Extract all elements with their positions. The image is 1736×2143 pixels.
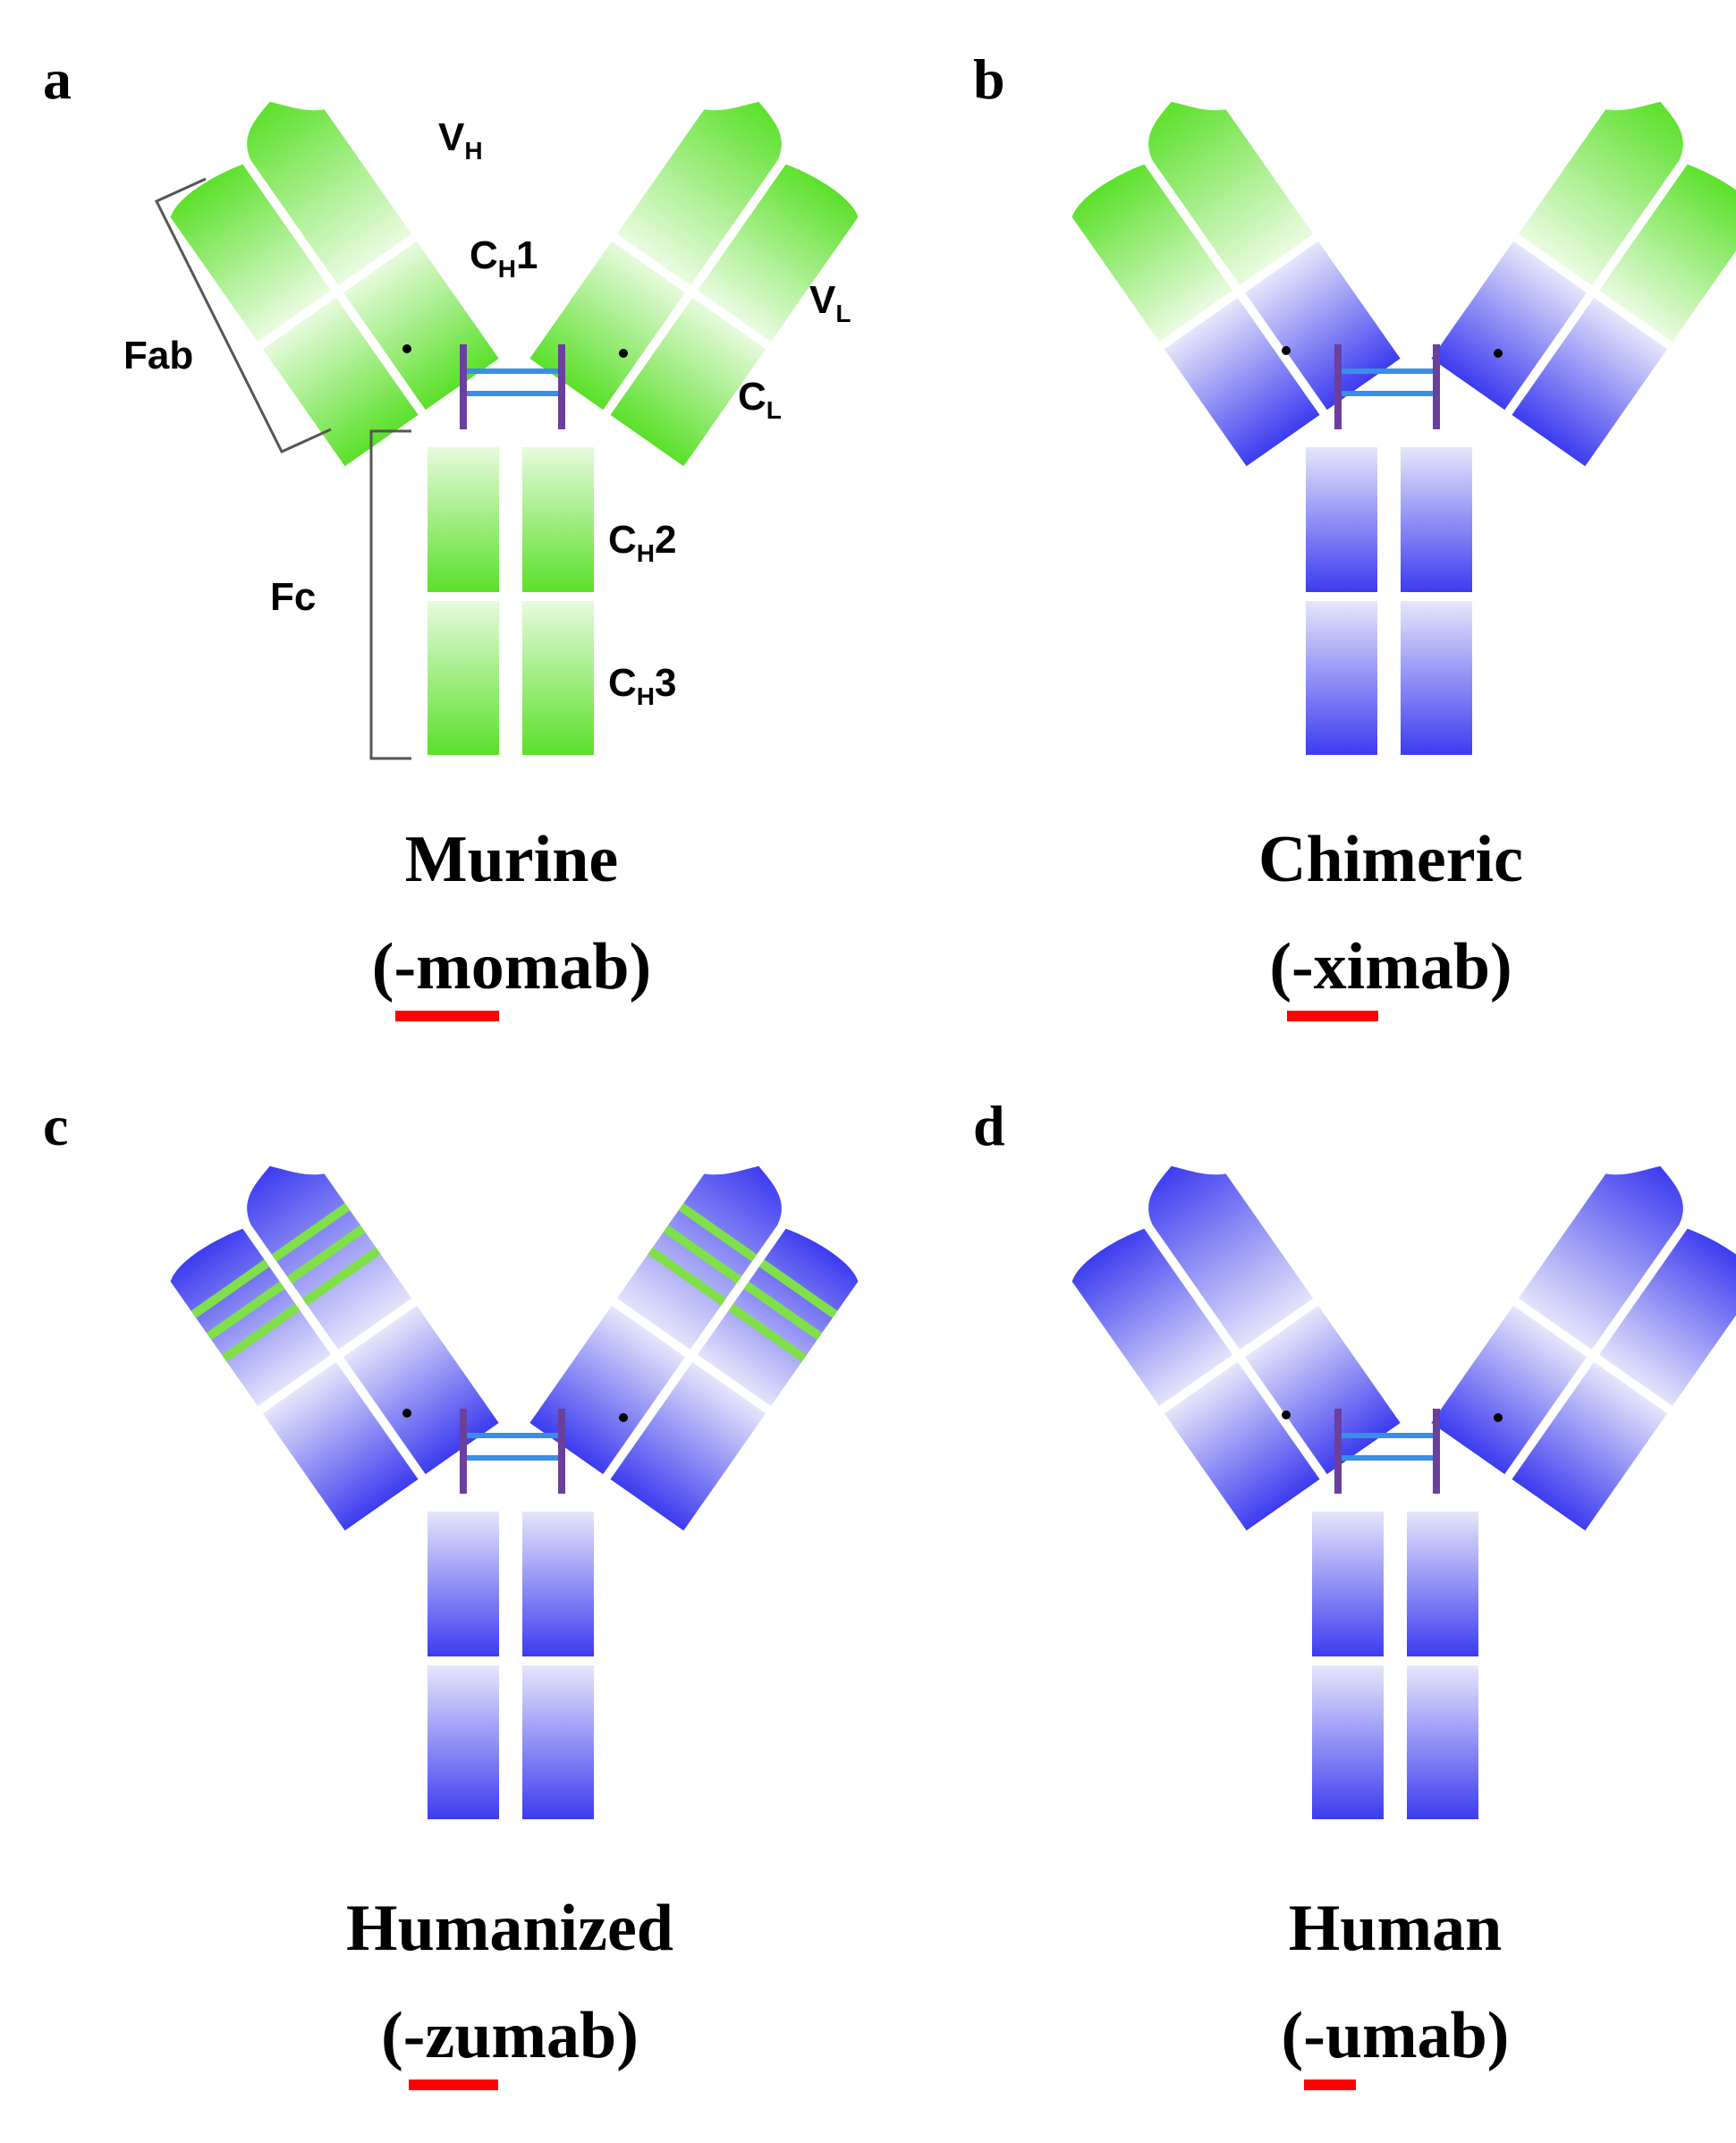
species-infix-underline xyxy=(409,2079,498,2090)
light-chain-vl xyxy=(616,101,782,285)
fab-label: Fab xyxy=(123,334,193,377)
fc-region xyxy=(428,447,594,755)
left-fab-arm xyxy=(1071,1165,1401,1531)
ch3-right xyxy=(522,601,594,755)
panel-c: c xyxy=(43,1094,859,2090)
cdr-stripes xyxy=(191,1203,381,1362)
suffix-label: (-umab) xyxy=(1282,1999,1510,2072)
heavy-chain-ch1 xyxy=(262,297,419,467)
ch2-left xyxy=(428,447,499,592)
left-fab-arm xyxy=(170,1165,499,1531)
panel-title: Murine xyxy=(405,823,618,896)
interchain-disulfide-right xyxy=(619,349,628,358)
panel-a: a xyxy=(43,47,859,1021)
panel-letter: b xyxy=(973,47,1005,111)
heavy-chain-ch1 xyxy=(610,297,766,467)
suffix-label: (-zumab) xyxy=(381,1999,639,2072)
panel-letter: d xyxy=(973,1094,1005,1157)
vl-label: VL xyxy=(809,278,851,327)
heavy-chain-vh xyxy=(170,164,332,343)
interchain-disulfide-left xyxy=(402,344,411,353)
panel-letter: c xyxy=(43,1094,68,1157)
fc-region xyxy=(428,1512,594,1819)
ch3-left xyxy=(428,601,499,755)
ch3-label: CH3 xyxy=(608,661,677,710)
right-fab-arm xyxy=(529,1165,859,1531)
panel-letter: a xyxy=(43,47,72,111)
hinge xyxy=(460,1409,565,1494)
suffix-label: (-ximab) xyxy=(1269,930,1512,1004)
fab-bracket xyxy=(154,177,332,453)
panel-title: Humanized xyxy=(346,1892,673,1965)
fc-region xyxy=(1312,1512,1478,1819)
panel-title: Human xyxy=(1289,1892,1503,1965)
hinge xyxy=(1334,1409,1440,1494)
vh-label: VH xyxy=(438,115,483,165)
panel-b: b Chimeric (-ximab) xyxy=(973,47,1736,1021)
right-fab-arm xyxy=(1431,1165,1736,1531)
cl-label: CL xyxy=(738,375,782,424)
heavy-chain-vh xyxy=(697,164,859,343)
panel-title: Chimeric xyxy=(1258,823,1523,896)
cdr-stripes xyxy=(648,1203,838,1362)
light-chain-cl xyxy=(529,241,686,411)
panel-d: d Human (-umab) xyxy=(973,1094,1736,2090)
species-infix-underline xyxy=(395,1011,499,1021)
hinge xyxy=(460,344,565,429)
light-chain-vl xyxy=(247,101,412,285)
fc-label: Fc xyxy=(270,575,316,619)
species-infix-underline xyxy=(1287,1011,1378,1021)
hinge xyxy=(1334,344,1440,429)
right-fab-arm xyxy=(529,101,859,467)
ch2-right xyxy=(522,447,594,592)
ch1-label: CH1 xyxy=(470,233,538,283)
right-fab-arm xyxy=(1431,101,1736,467)
species-infix-underline xyxy=(1304,2079,1356,2090)
fc-bracket xyxy=(369,429,411,760)
left-fab-arm xyxy=(1071,101,1401,467)
fc-region xyxy=(1306,447,1472,755)
ch2-label: CH2 xyxy=(608,518,677,567)
suffix-label: (-momab) xyxy=(372,930,651,1004)
